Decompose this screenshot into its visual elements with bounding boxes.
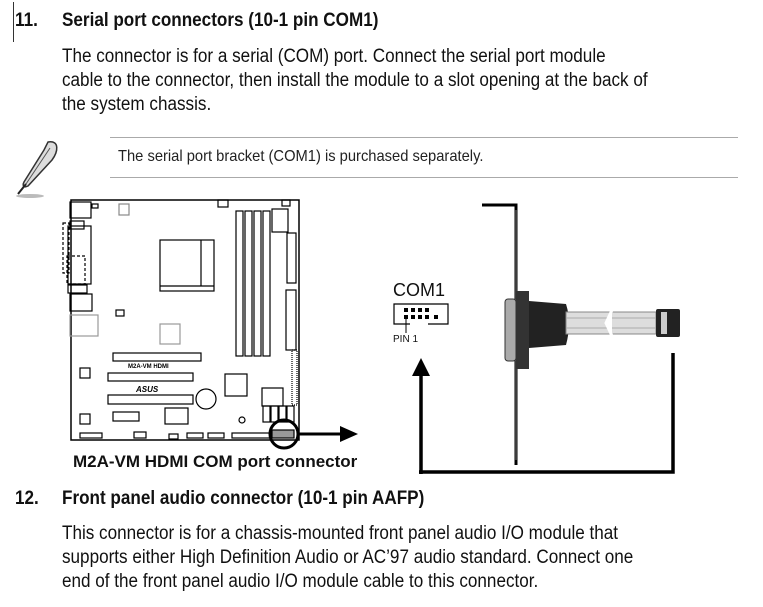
- motherboard-layout: [62, 199, 300, 441]
- body-line: cable to the connector, then install the…: [62, 70, 648, 91]
- feather-pen-icon: [16, 141, 58, 198]
- section-11-body: The connector is for a serial (COM) port…: [62, 45, 733, 117]
- asus-logo: ASUS: [135, 385, 159, 394]
- serial-port-bracket: [482, 203, 680, 465]
- margin-change-bar: [13, 2, 14, 42]
- section-12-number: 12.: [15, 488, 39, 509]
- note-top-divider: [110, 137, 738, 138]
- body-line: The connector is for a serial (COM) port…: [62, 46, 606, 67]
- note-bottom-divider: [110, 177, 738, 178]
- section-12-title: Front panel audio connector (10-1 pin AA…: [62, 488, 425, 509]
- pin1-label: PIN 1: [393, 334, 419, 345]
- com1-label: COM1: [393, 280, 446, 300]
- body-line: end of the front panel audio I/O module …: [62, 571, 539, 592]
- connection-arrowhead: [412, 358, 430, 376]
- body-line: supports either High Definition Audio or…: [62, 547, 634, 568]
- com1-header-diagram: [393, 303, 449, 333]
- section-11-title: Serial port connectors (10-1 pin COM1): [62, 10, 379, 31]
- pointer-arrowhead: [340, 426, 358, 442]
- note-text: The serial port bracket (COM1) is purcha…: [118, 148, 484, 165]
- diagram-caption: M2A-VM HDMI COM port connector: [73, 452, 358, 471]
- connection-line: [419, 353, 675, 474]
- body-line: This connector is for a chassis-mounted …: [62, 523, 619, 544]
- section-12-body: This connector is for a chassis-mounted …: [62, 522, 733, 594]
- body-line: the system chassis.: [62, 94, 212, 115]
- section-11-number: 11.: [15, 10, 38, 31]
- board-model-label: M2A-VM HDMI: [128, 364, 169, 370]
